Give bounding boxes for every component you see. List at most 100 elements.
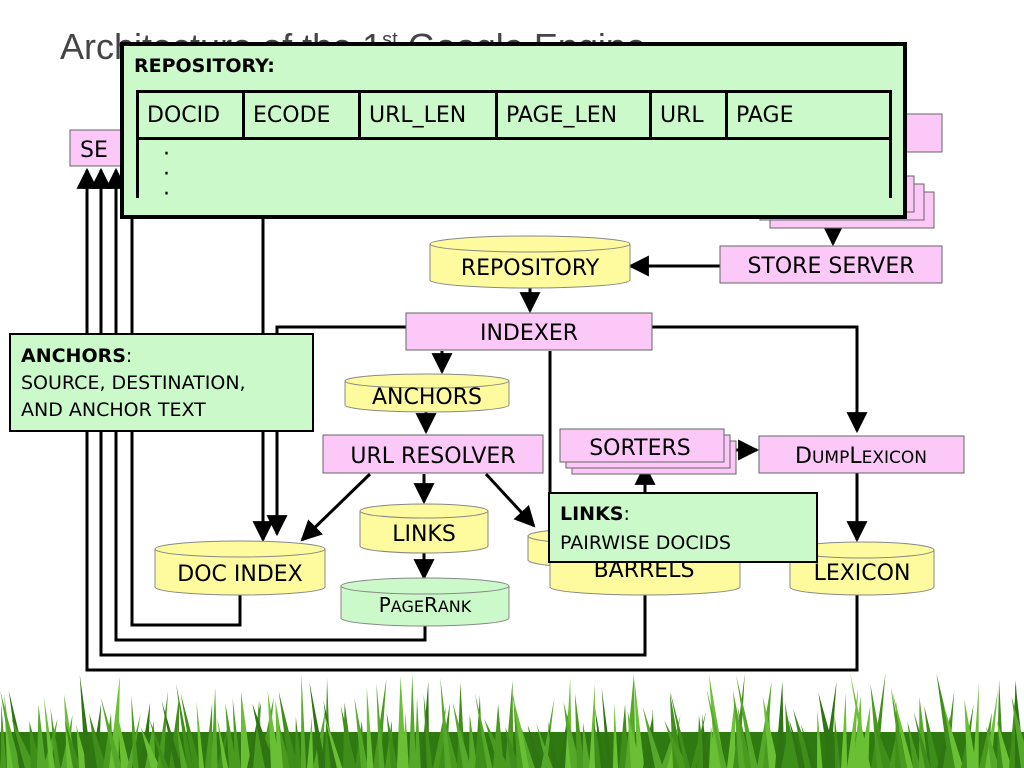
grass-blade	[669, 692, 684, 768]
grass-blade	[789, 719, 806, 768]
grass-blade	[919, 696, 929, 768]
links-cylinder: LINKS	[359, 503, 489, 554]
grass-blade	[613, 703, 619, 768]
grass-blade	[117, 715, 131, 768]
grass-blade	[709, 674, 726, 768]
repository-cylinder: REPOSITORY	[429, 235, 631, 289]
grass-blade	[642, 706, 664, 768]
grass-blade	[775, 681, 785, 768]
grass-blade	[211, 687, 218, 768]
grass-blade	[907, 721, 921, 768]
line-indexer-to-docindex	[266, 325, 406, 537]
grass-blade	[295, 716, 302, 768]
grass-blade	[301, 674, 307, 768]
grass-blade	[446, 725, 459, 768]
grass-blade	[818, 692, 840, 768]
grass-blade	[386, 712, 398, 768]
repository-table-header: DOCID ECODE URL_LEN PAGE_LEN URL PAGE	[139, 93, 889, 140]
grass-blade	[403, 712, 409, 768]
grass-blade	[563, 701, 581, 768]
sorters-stack: SORTERS	[559, 428, 737, 475]
grass-blade	[161, 700, 182, 768]
grass-blade	[225, 703, 238, 768]
svg-text:LEXICON: LEXICON	[814, 561, 911, 586]
grass-blade	[131, 695, 139, 768]
grass-blade	[180, 693, 201, 768]
grass-blade	[376, 683, 385, 768]
indexer-box: INDEXER	[405, 312, 653, 351]
grass-blade	[762, 696, 779, 768]
anchors-callout: ANCHORS: SOURCE, DESTINATION, AND ANCHOR…	[9, 333, 314, 432]
grass-blade	[859, 705, 871, 768]
grass-blade	[100, 696, 122, 768]
grass-blade	[232, 698, 241, 768]
grass-blade	[307, 717, 314, 768]
grass-blade	[79, 674, 93, 768]
grass-blade	[986, 726, 1000, 768]
grass-blade	[913, 711, 931, 768]
grass-blade	[43, 697, 55, 768]
links-callout-line1: PAIRWISE DOCIDS	[560, 532, 731, 554]
svg-text:DUMPLEXICON: DUMPLEXICON	[795, 444, 927, 469]
grass-blade	[322, 709, 343, 768]
grass-blade	[841, 692, 848, 768]
pagerank-cylinder: PAGERANK	[340, 577, 510, 627]
svg-text:ANCHORS: ANCHORS	[372, 385, 482, 410]
grass-blade	[702, 713, 709, 768]
column-url-len: URL_LEN	[361, 93, 498, 137]
grass-blade	[149, 718, 169, 768]
grass-blade	[253, 700, 263, 768]
column-page-len: PAGE_LEN	[498, 93, 652, 137]
column-ecode: ECODE	[245, 93, 361, 137]
grass-blade	[1011, 696, 1024, 768]
grass-blade	[536, 723, 553, 768]
grass-blade	[853, 695, 864, 768]
grass-blade	[589, 684, 596, 768]
svg-text:INDEXER: INDEXER	[480, 321, 578, 346]
grass-blade	[423, 693, 433, 768]
grass-blade	[176, 683, 193, 768]
svg-text:DOC INDEX: DOC INDEX	[177, 562, 302, 587]
grass-blade	[547, 721, 559, 768]
svg-text:REPOSITORY: REPOSITORY	[461, 256, 600, 281]
grass-blade	[985, 690, 998, 768]
grass-blade	[847, 688, 859, 768]
grass-blade	[943, 704, 964, 768]
grass-blade	[0, 755, 1, 768]
anchors-cylinder: ANCHORS	[344, 373, 510, 413]
grass-blade	[817, 709, 823, 768]
grass-blade	[484, 718, 510, 768]
grass-blade	[354, 697, 369, 768]
grass-blade	[890, 686, 907, 768]
grass-decoration	[0, 673, 1024, 768]
grass-blade	[834, 714, 841, 768]
grass-blade	[1, 703, 7, 768]
grass-blade	[176, 724, 188, 768]
lexicon-cylinder: LEXICON	[789, 541, 935, 596]
grass-blade	[727, 699, 736, 768]
grass-blade	[37, 704, 47, 768]
grass-blade	[874, 722, 893, 768]
grass-blade	[574, 693, 585, 768]
grass-blade	[521, 727, 535, 768]
grass-blade	[452, 702, 471, 768]
svg-text:SORTERS: SORTERS	[589, 436, 691, 461]
grass-blade	[205, 702, 213, 768]
repository-callout: REPOSITORY: DOCID ECODE URL_LEN PAGE_LEN…	[120, 42, 907, 219]
grass-blade	[996, 720, 1012, 768]
grass-blade	[527, 724, 543, 768]
grass-blade	[619, 703, 629, 768]
anchors-callout-line1: SOURCE, DESTINATION,	[21, 372, 246, 394]
doc-index-cylinder: DOC INDEX	[154, 540, 326, 596]
grass-blade	[366, 686, 374, 768]
grass-blade	[757, 681, 772, 768]
line-indexer-to-dumplexicon	[652, 325, 868, 434]
anchors-callout-title: ANCHORS	[21, 345, 126, 367]
grass-blade	[964, 699, 977, 768]
grass-blade	[737, 706, 752, 768]
grass-blade	[664, 720, 689, 768]
line-resolver-to-docindex	[300, 472, 372, 542]
grass-blade	[11, 718, 36, 768]
svg-text:URL RESOLVER: URL RESOLVER	[350, 444, 515, 469]
anchors-callout-line2: AND ANCHOR TEXT	[21, 399, 206, 421]
